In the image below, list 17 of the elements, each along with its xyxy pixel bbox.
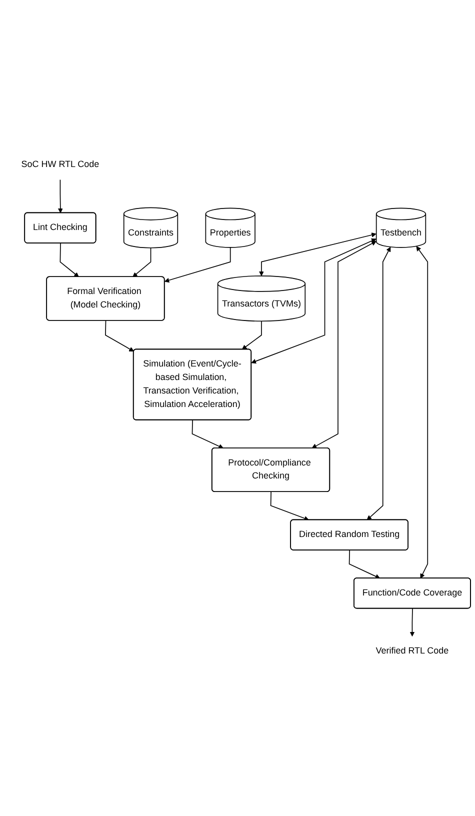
- arrow: [312, 241, 376, 448]
- arrow: [251, 238, 376, 364]
- arrow: [270, 491, 310, 521]
- arrow: [192, 420, 224, 449]
- node-text: Verified RTL Code: [376, 646, 449, 656]
- arrow: [366, 246, 391, 520]
- arrow: [164, 247, 231, 283]
- arrow: [416, 246, 428, 578]
- arrow: [410, 608, 415, 637]
- node-text: SoC HW RTL Code: [21, 160, 100, 170]
- arrow: [132, 247, 152, 278]
- arrow: [242, 320, 262, 350]
- arrow: [58, 179, 63, 214]
- arrow: [348, 550, 380, 579]
- arrow: [60, 242, 79, 278]
- arrow: [259, 232, 376, 276]
- arrow: [105, 320, 134, 352]
